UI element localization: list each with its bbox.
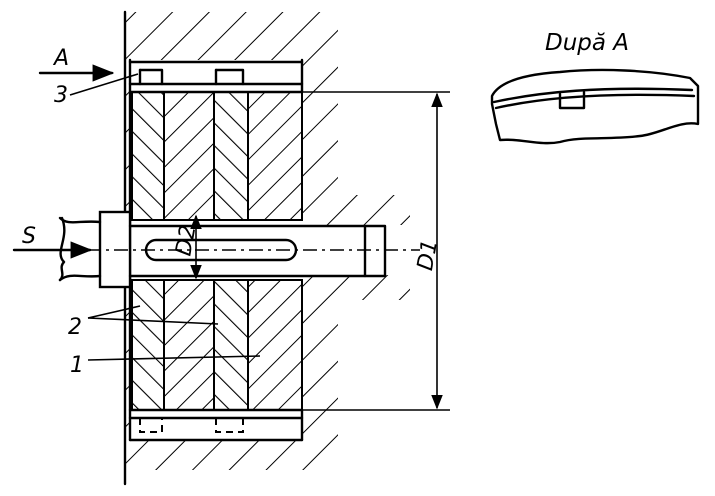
label-d2: D2 bbox=[171, 223, 201, 258]
label-part-3: 3 bbox=[54, 83, 68, 108]
label-d1: D1 bbox=[413, 238, 443, 273]
label-force-s: S bbox=[22, 224, 36, 249]
view-arrow-a: A bbox=[38, 46, 115, 82]
label-view-a: A bbox=[52, 46, 69, 71]
force-arrow-s: S bbox=[12, 224, 93, 259]
disc-2c bbox=[163, 279, 215, 411]
dimension-d1: D1 bbox=[302, 91, 450, 411]
disc-2d bbox=[247, 279, 303, 411]
label-part-1: 1 bbox=[70, 353, 84, 378]
disc-stack bbox=[131, 91, 303, 411]
disc-1b bbox=[213, 91, 249, 221]
detail-view-a: După A bbox=[490, 30, 700, 145]
disc-1d bbox=[213, 279, 249, 411]
detail-title: După A bbox=[545, 30, 629, 56]
disc-1c bbox=[131, 279, 165, 411]
disc-1a bbox=[131, 91, 165, 221]
label-part-2: 2 bbox=[68, 315, 82, 340]
part-labels: 3 2 1 bbox=[54, 73, 261, 378]
disc-2b bbox=[247, 91, 303, 221]
dimension-d2: D2 bbox=[171, 214, 202, 280]
shaft bbox=[58, 210, 420, 289]
disc-2a bbox=[163, 91, 215, 221]
